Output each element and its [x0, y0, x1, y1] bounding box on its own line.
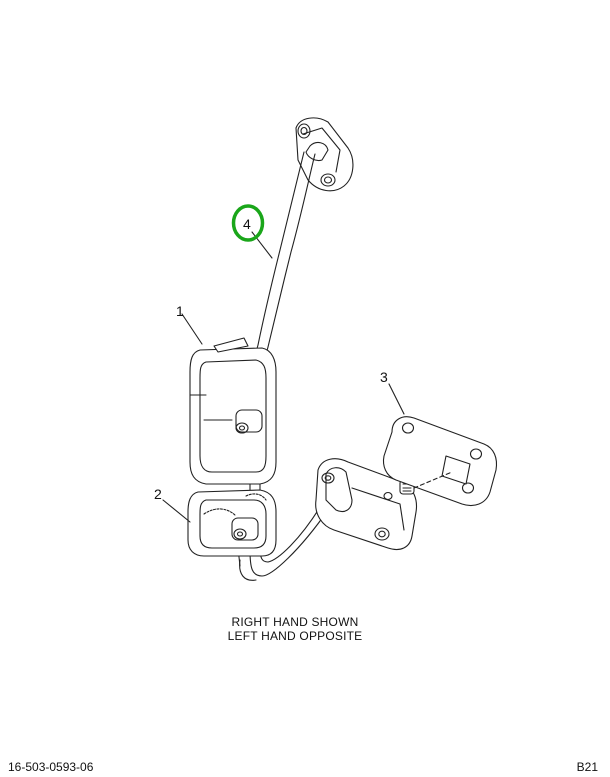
caption-line-1: RIGHT HAND SHOWN — [231, 615, 359, 629]
mounting-gasket — [382, 416, 498, 507]
convex-mirror-head — [187, 489, 277, 557]
upper-mount-bracket — [295, 117, 354, 192]
caption-line-2: LEFT HAND OPPOSITE — [227, 629, 363, 643]
callout-2: 2 — [154, 486, 162, 502]
leader-line-3 — [388, 383, 405, 415]
callout-3: 3 — [380, 369, 388, 385]
callout-1: 1 — [176, 303, 184, 319]
alignment-line — [413, 471, 453, 489]
callout-4-highlight-ring — [231, 204, 265, 242]
leader-line-2 — [162, 499, 191, 523]
leader-line-1 — [181, 313, 203, 345]
lower-mount-bracket — [315, 458, 418, 551]
part-number: 16-503-0593-06 — [8, 760, 94, 774]
callout-4: 4 — [243, 216, 251, 232]
main-mirror-head — [189, 337, 277, 485]
page-reference: B21 — [576, 760, 598, 774]
